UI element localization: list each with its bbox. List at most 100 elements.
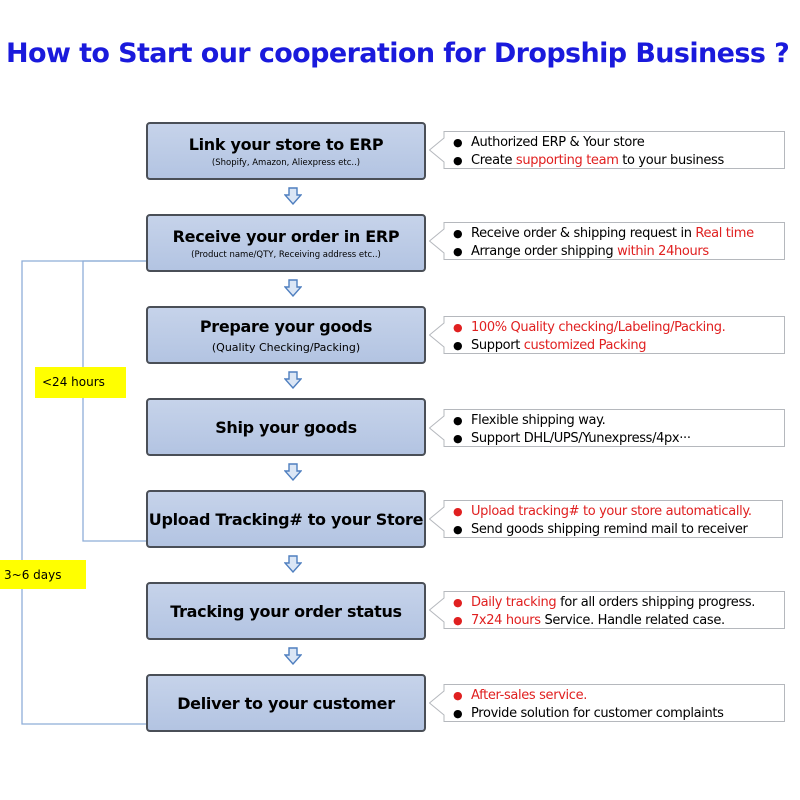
bullet-text: Support DHL/UPS/Yunexpress/4px··· — [471, 431, 691, 446]
bullet-dot-icon: ● — [453, 154, 463, 167]
bullet-text: Service. Handle related case. — [540, 613, 725, 628]
bullet-dot-icon: ● — [453, 596, 463, 609]
bullet-text: Authorized ERP & Your store — [471, 135, 645, 150]
step-subtitle: (Shopify, Amazon, Aliexpress etc..) — [211, 157, 361, 168]
bullet-item: ● Provide solution for customer complaint… — [453, 705, 724, 723]
bullet-dot-icon: ● — [453, 614, 463, 627]
callout-shape — [429, 131, 785, 169]
bullet-text: Send goods shipping remind mail to recei… — [471, 522, 748, 537]
long-timeline-bracket — [21, 260, 146, 725]
timeline-label-24-hours: <24 hours — [35, 367, 126, 398]
callout-shape — [429, 684, 785, 722]
bullet-item: ● Authorized ERP & Your store — [453, 134, 724, 152]
bullet-item: ● Receive order & shipping request in Rea… — [453, 225, 754, 243]
step-callout-6: ● Daily tracking for all orders shipping … — [429, 591, 785, 629]
step-title: Link your store to ERP — [188, 134, 384, 154]
highlight-text: supporting team — [515, 153, 619, 168]
timeline-label-text: 3~6 days — [4, 568, 62, 582]
bullet-item: ● After-sales service. — [453, 687, 724, 705]
bullet-dot-icon: ● — [453, 505, 463, 518]
bullet-list: ● After-sales service. ● Provide solution f… — [453, 687, 724, 723]
bullet-item: ● Support DHL/UPS/Yunexpress/4px··· — [453, 430, 691, 448]
bullet-list: ● Flexible shipping way. ● Support DHL/UPS/… — [453, 412, 691, 448]
step-title: Ship your goods — [215, 417, 357, 437]
step-title: Tracking your order status — [170, 601, 402, 621]
callout-shape — [429, 409, 785, 447]
step-callout-3: ● 100% Quality checking/Labeling/Packing.… — [429, 316, 785, 354]
step-box-2: Receive your order in ERP (Product name/Q… — [146, 214, 426, 272]
step-title: Receive your order in ERP — [172, 226, 400, 246]
bullet-list: ● 100% Quality checking/Labeling/Packing.… — [453, 319, 726, 355]
step-subtitle: (Product name/QTY, Receiving address etc… — [191, 249, 381, 260]
bullet-item: ● 7x24 hours Service. Handle related case… — [453, 612, 755, 630]
step-box-7: Deliver to your customer — [146, 674, 426, 732]
bullet-item: ● Send goods shipping remind mail to rece… — [453, 521, 752, 539]
bullet-item: ● Daily tracking for all orders shipping … — [453, 594, 755, 612]
highlight-text: Upload tracking# to your store automatic… — [471, 504, 752, 519]
step-callout-1: ● Authorized ERP & Your store ●Create supp… — [429, 131, 785, 169]
callout-shape — [429, 500, 783, 538]
timeline-label-text: <24 hours — [42, 375, 105, 389]
highlight-text: Real time — [695, 226, 754, 241]
step-box-6: Tracking your order status — [146, 582, 426, 640]
highlight-text: 100% Quality checking/Labeling/Packing. — [471, 320, 726, 335]
timeline-label-3-6-days: 3~6 days — [0, 560, 86, 589]
bullet-text: Arrange order shipping — [471, 244, 618, 259]
bullet-text: Flexible shipping way. — [471, 413, 606, 428]
bullet-list: ● Upload tracking# to your store automati… — [453, 503, 752, 539]
callout-shape — [429, 222, 785, 260]
bullet-list: ● Receive order & shipping request in Rea… — [453, 225, 754, 261]
step-box-4: Ship your goods — [146, 398, 426, 456]
bullet-list: ● Daily tracking for all orders shipping … — [453, 594, 755, 630]
down-arrow-icon — [284, 279, 302, 297]
bullet-text: Provide solution for customer complaints — [471, 706, 724, 721]
page-title: How to Start our cooperation for Dropshi… — [6, 38, 790, 69]
callout-shape — [429, 591, 785, 629]
bullet-text: for all orders shipping progress. — [556, 595, 756, 610]
step-callout-7: ● After-sales service. ● Provide solution f… — [429, 684, 785, 722]
step-callout-4: ● Flexible shipping way. ● Support DHL/UPS/… — [429, 409, 785, 447]
highlight-text: 7x24 hours — [471, 613, 541, 628]
callout-shape — [429, 316, 785, 354]
bullet-text: Support — [471, 338, 524, 353]
down-arrow-icon — [284, 463, 302, 481]
bullet-dot-icon: ● — [453, 432, 463, 445]
bullet-item: ● Support customized Packing — [453, 337, 725, 355]
highlight-text: Daily tracking — [471, 595, 557, 610]
bullet-dot-icon: ● — [453, 321, 463, 334]
step-callout-5: ● Upload tracking# to your store automati… — [429, 500, 783, 538]
bullet-dot-icon: ● — [453, 707, 463, 720]
bullet-item: ● 100% Quality checking/Labeling/Packing. — [453, 319, 726, 337]
down-arrow-icon — [284, 555, 302, 573]
bullet-text: Receive order & shipping request in — [471, 226, 696, 241]
bullet-list: ● Authorized ERP & Your store ●Create supp… — [453, 134, 724, 170]
bullet-item: ● Flexible shipping way. — [453, 412, 691, 430]
bullet-dot-icon: ● — [453, 523, 463, 536]
bullet-dot-icon: ● — [453, 245, 463, 258]
bullet-item: ●Create supporting team to your business — [453, 152, 724, 170]
short-timeline-bracket — [82, 260, 146, 542]
step-title: Upload Tracking# to your Store — [148, 509, 424, 529]
highlight-text: within 24hours — [617, 244, 709, 259]
step-callout-2: ● Receive order & shipping request in Rea… — [429, 222, 785, 260]
bullet-dot-icon: ● — [453, 414, 463, 427]
bullet-item: ● Arrange order shipping within 24hours — [453, 243, 754, 261]
down-arrow-icon — [284, 187, 302, 205]
bullet-text: to your business — [618, 153, 724, 168]
bullet-item: ● Upload tracking# to your store automati… — [453, 503, 752, 521]
step-title: Deliver to your customer — [177, 693, 395, 713]
down-arrow-icon — [284, 647, 302, 665]
bullet-dot-icon: ● — [453, 136, 463, 149]
down-arrow-icon — [284, 371, 302, 389]
highlight-text: After-sales service. — [471, 688, 588, 703]
step-title: Prepare your goods — [199, 316, 373, 336]
bullet-dot-icon: ● — [453, 227, 463, 240]
step-subtitle: (Quality Checking/Packing) — [211, 340, 361, 354]
highlight-text: customized Packing — [523, 338, 647, 353]
bullet-dot-icon: ● — [453, 339, 463, 352]
bullet-dot-icon: ● — [453, 689, 463, 702]
step-box-3: Prepare your goods (Quality Checking/Pack… — [146, 306, 426, 364]
step-box-5: Upload Tracking# to your Store — [146, 490, 426, 548]
step-box-1: Link your store to ERP (Shopify, Amazon, … — [146, 122, 426, 180]
